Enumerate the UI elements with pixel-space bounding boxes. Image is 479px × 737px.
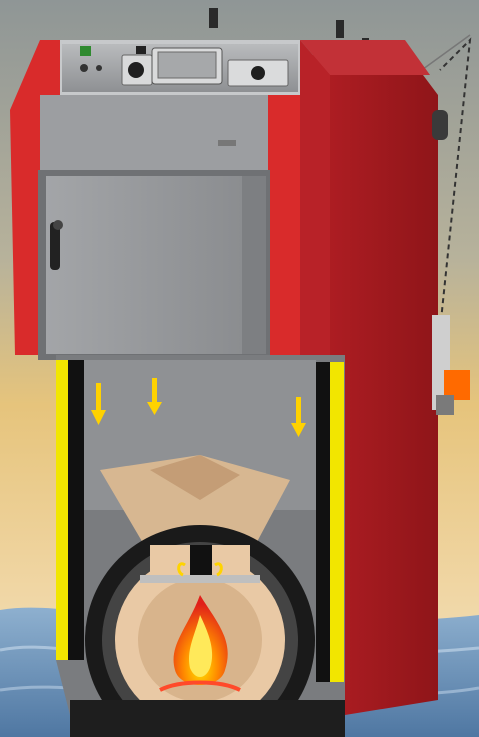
top-knob [209, 8, 218, 28]
boiler-base [70, 700, 345, 737]
loading-door [46, 176, 242, 354]
door-handle-pivot [53, 220, 63, 230]
thermometer-dial [251, 66, 265, 80]
boiler-front-face [40, 95, 268, 175]
side-pipe [432, 110, 448, 140]
door-hinge-strip [242, 176, 266, 354]
actuator-base [436, 395, 454, 415]
controller-dial [128, 62, 144, 78]
water-jacket-right [316, 362, 330, 682]
insulation-right [330, 362, 344, 682]
insulation-left [56, 360, 68, 660]
grate-bar [140, 575, 260, 583]
display-screen [158, 52, 216, 78]
top-knob [336, 20, 344, 38]
nozzle-slot [190, 545, 212, 580]
power-switch [80, 46, 91, 56]
indicator-switch [136, 46, 146, 54]
water-jacket-left [68, 360, 84, 660]
control-knob [96, 65, 102, 71]
brand-badge [218, 140, 236, 146]
casing-front-right-edge [300, 40, 330, 380]
control-knob [80, 64, 88, 72]
